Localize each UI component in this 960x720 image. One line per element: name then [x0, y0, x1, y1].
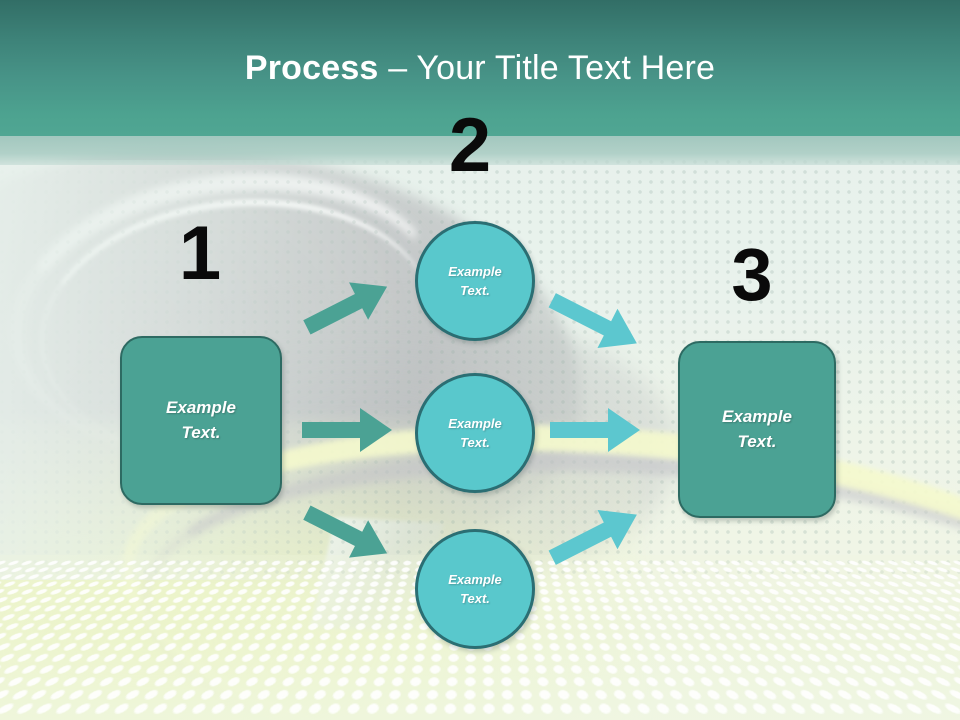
arrow-circle-bottom-to-right	[545, 500, 645, 572]
arrow-left-to-circle-bottom	[300, 498, 395, 568]
step-number-1: 1	[178, 211, 222, 296]
arrow-circle-middle-to-right	[548, 404, 643, 456]
arrow-left-to-circle-top	[300, 272, 395, 342]
arrow-left-to-circle-middle	[300, 404, 395, 456]
header-sub-band	[0, 136, 960, 165]
page-title: Process – Your Title Text Here	[0, 51, 960, 85]
step-number-3: 3	[731, 233, 773, 316]
header-band	[0, 0, 960, 136]
arrow-circle-top-to-right	[545, 286, 645, 358]
page-title-rest: – Your Title Text Here	[378, 49, 716, 87]
step-number-2: 2	[448, 103, 492, 188]
page-title-bold: Process	[244, 49, 379, 87]
